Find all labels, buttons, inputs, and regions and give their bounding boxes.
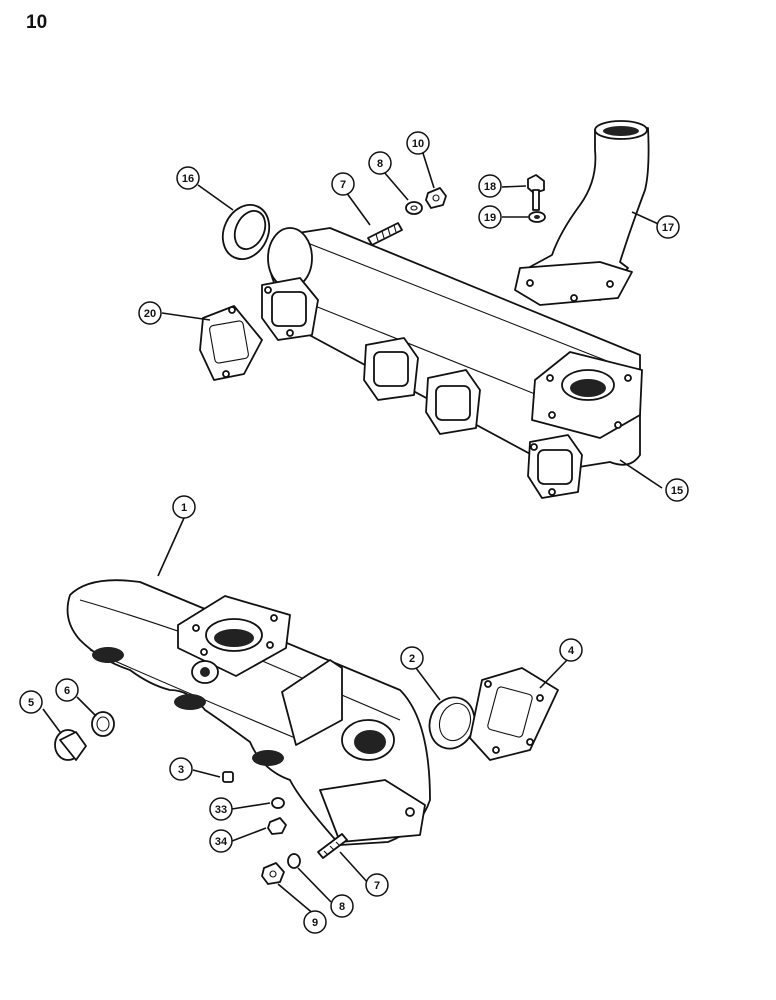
plug-5 [54, 729, 87, 761]
gasket-20 [199, 305, 263, 381]
callout-label: 7 [374, 880, 380, 892]
callout-17: 17 [656, 215, 680, 239]
callout-20: 20 [138, 301, 162, 325]
callout-15: 15 [665, 478, 689, 502]
callout-16: 16 [176, 166, 200, 190]
callout-label: 16 [182, 173, 194, 185]
dowel-3 [222, 771, 234, 783]
callout-7-lower: 7 [365, 873, 389, 897]
callout-label: 15 [671, 485, 683, 497]
callout-label: 7 [340, 179, 346, 191]
washer-33 [271, 797, 285, 809]
washer-8-lower [287, 853, 301, 869]
callout-label: 20 [144, 308, 156, 320]
lockwasher-19 [528, 211, 546, 223]
callout-1: 1 [172, 495, 196, 519]
callout-10: 10 [406, 131, 430, 155]
exhaust-elbow-17 [514, 120, 650, 306]
washer-8-upper [405, 201, 423, 215]
leader-lines [42, 149, 666, 916]
upper-manifold-15 [261, 227, 643, 499]
callout-label: 1 [181, 502, 187, 514]
page-number: 10 [26, 12, 48, 33]
callout-33: 33 [209, 797, 233, 821]
callout-3: 3 [169, 757, 193, 781]
nut-34 [267, 817, 287, 835]
callout-18: 18 [478, 174, 502, 198]
callout-label: 33 [215, 804, 227, 816]
callout-19: 19 [478, 205, 502, 229]
bolt-18 [527, 174, 545, 211]
callout-label: 19 [484, 212, 496, 224]
seal-ring-16 [221, 204, 271, 260]
washer-6 [91, 711, 115, 737]
callout-label: 18 [484, 181, 496, 193]
callout-8-lower: 8 [330, 894, 354, 918]
callout-34: 34 [209, 829, 233, 853]
callout-4: 4 [559, 638, 583, 662]
callout-label: 8 [339, 901, 345, 913]
callout-label: 10 [412, 138, 424, 150]
callout-label: 4 [568, 645, 575, 657]
callout-7-upper: 7 [331, 172, 355, 196]
callout-8-upper: 8 [368, 151, 392, 175]
stud-7-upper [367, 222, 403, 246]
callout-label: 5 [28, 697, 34, 709]
callout-label: 9 [312, 917, 318, 929]
callout-label: 8 [377, 158, 383, 170]
nut-9 [261, 862, 285, 885]
callout-9: 9 [303, 910, 327, 934]
stud-7-lower [317, 833, 348, 859]
callout-label: 2 [409, 653, 415, 665]
nut-10 [425, 187, 447, 209]
callout-label: 17 [662, 222, 674, 234]
callout-2: 2 [400, 646, 424, 670]
callout-5: 5 [19, 690, 43, 714]
lower-manifold-1 [66, 579, 431, 846]
gasket-4 [469, 667, 559, 761]
callout-label: 3 [178, 764, 184, 776]
callout-label: 6 [64, 685, 70, 697]
callout-6: 6 [55, 678, 79, 702]
callout-label: 34 [215, 836, 228, 848]
